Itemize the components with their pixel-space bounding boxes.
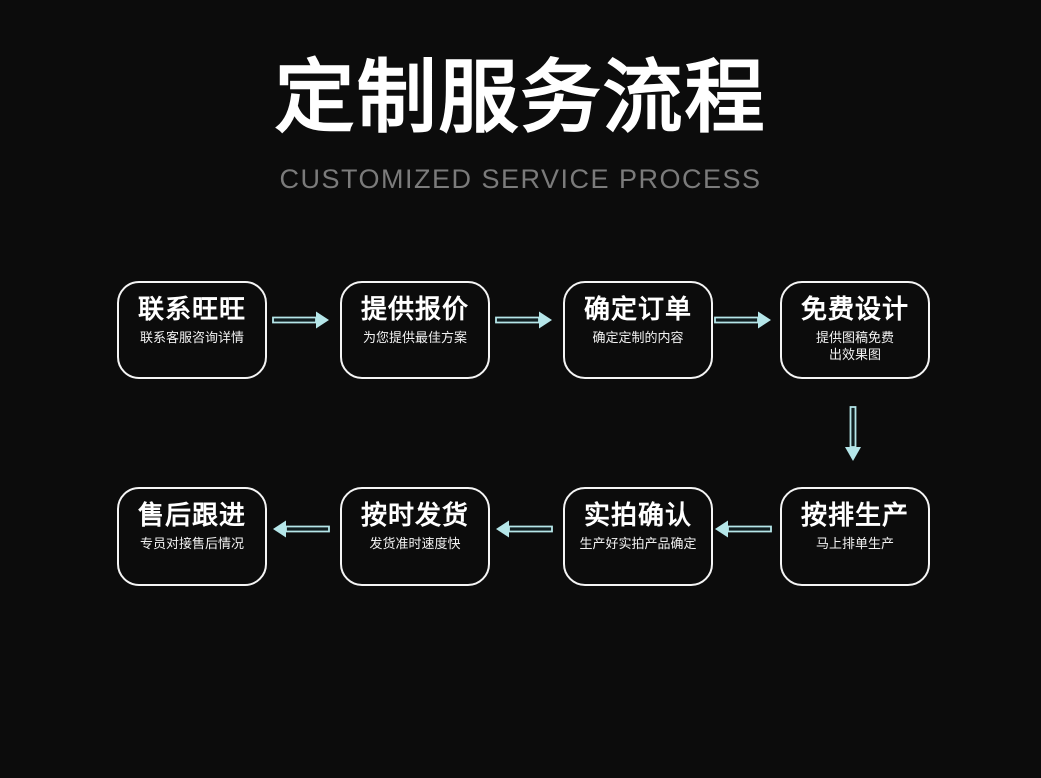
- step-box-free-design: 免费设计 提供图稿免费 出效果图: [780, 281, 930, 379]
- step-subtitle: 提供图稿免费: [815, 330, 894, 345]
- page-title: 定制服务流程: [274, 53, 767, 142]
- arrow-left-icon: [273, 520, 330, 538]
- step-box-schedule-production: 按排生产 马上排单生产: [780, 487, 930, 586]
- step-subtitle: 为您提供最佳方案: [362, 330, 467, 345]
- step-title: 确定订单: [583, 295, 692, 324]
- step-box-confirm-order: 确定订单 确定定制的内容: [563, 281, 713, 379]
- step-title: 免费设计: [800, 295, 909, 324]
- page-subtitle: CUSTOMIZED SERVICE PROCESS: [279, 164, 762, 194]
- step-subtitle: 马上排单生产: [815, 536, 894, 551]
- step-title: 按排生产: [800, 501, 909, 530]
- step-box-after-sales: 售后跟进 专员对接售后情况: [117, 487, 267, 586]
- step-box-quote: 提供报价 为您提供最佳方案: [340, 281, 490, 379]
- step-box-photo-confirm: 实拍确认 生产好实拍产品确定: [563, 487, 713, 586]
- step-title: 联系旺旺: [137, 295, 246, 324]
- step-subtitle: 发货准时速度快: [369, 536, 461, 551]
- step-title: 售后跟进: [137, 501, 246, 530]
- arrow-down-icon: [845, 406, 861, 461]
- step-subtitle-line2: 出效果图: [828, 347, 881, 362]
- step-subtitle: 确定定制的内容: [592, 330, 684, 345]
- step-title: 实拍确认: [583, 501, 692, 530]
- step-subtitle: 生产好实拍产品确定: [579, 536, 697, 551]
- arrow-left-icon: [715, 520, 772, 538]
- step-subtitle: 专员对接售后情况: [139, 536, 244, 551]
- step-title: 提供报价: [360, 295, 469, 324]
- arrow-left-icon: [496, 520, 553, 538]
- arrow-right-icon: [272, 311, 329, 329]
- step-subtitle: 联系客服咨询详情: [139, 330, 244, 345]
- arrow-right-icon: [714, 311, 771, 329]
- step-box-contact: 联系旺旺 联系客服咨询详情: [117, 281, 267, 379]
- step-title: 按时发货: [360, 501, 469, 530]
- arrow-right-icon: [495, 311, 552, 329]
- step-box-on-time-delivery: 按时发货 发货准时速度快: [340, 487, 490, 586]
